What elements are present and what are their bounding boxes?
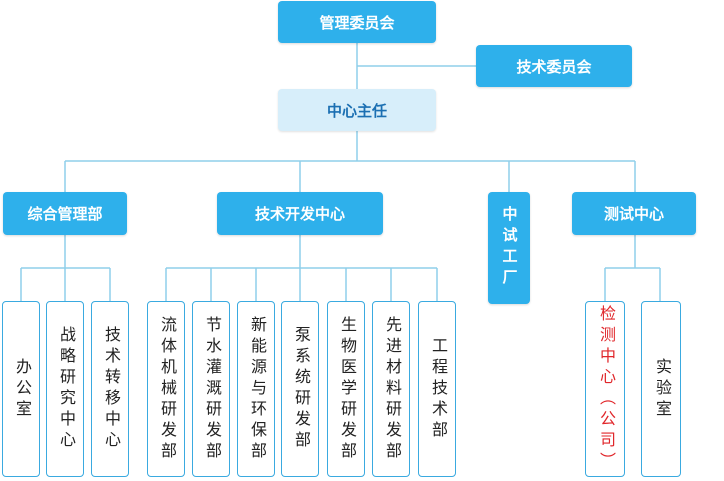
unit-tech-transfer: 技术转移中心 [91, 301, 129, 477]
unit-label: 战略研究中心 [57, 326, 74, 452]
pilot-plant-label: 中试工厂 [500, 206, 518, 290]
testing-center-label: 测试中心 [603, 206, 664, 223]
technical-committee-label: 技术委员会 [516, 58, 592, 76]
center-director-box: 中心主任 [278, 89, 436, 131]
testing-center-box: 测试中心 [572, 192, 696, 235]
unit-fluid-machinery: 流体机械研发部 [147, 301, 185, 477]
center-director-label: 中心主任 [326, 102, 387, 120]
unit-pump-system: 泵系统研发部 [281, 301, 319, 477]
management-committee-box: 管理委员会 [278, 1, 436, 43]
technical-committee-box: 技术委员会 [476, 45, 632, 87]
unit-label: 流体机械研发部 [158, 315, 175, 463]
unit-inspection-center: 检测中心（公司） [585, 301, 625, 477]
tech-dev-center-box: 技术开发中心 [217, 192, 383, 235]
unit-label: 先进材料研发部 [383, 315, 400, 463]
general-management-label: 综合管理部 [27, 206, 103, 223]
unit-biomedical: 生物医学研发部 [327, 301, 365, 477]
unit-laboratory: 实验室 [641, 301, 681, 477]
unit-label: 节水灌溉研发部 [203, 315, 220, 463]
general-management-box: 综合管理部 [3, 192, 127, 235]
unit-label: 泵系统研发部 [292, 326, 309, 452]
tech-dev-center-label: 技术开发中心 [254, 206, 345, 223]
unit-label: 生物医学研发部 [338, 315, 355, 463]
unit-label: 办公室 [13, 357, 30, 421]
unit-new-energy: 新能源与环保部 [237, 301, 275, 477]
unit-engineering-tech: 工程技术部 [418, 301, 456, 477]
unit-label: 检测中心（公司） [597, 305, 614, 473]
unit-label: 工程技术部 [429, 336, 446, 442]
unit-water-irrigation: 节水灌溉研发部 [192, 301, 230, 477]
unit-label: 技术转移中心 [102, 326, 119, 452]
unit-strategy-research: 战略研究中心 [46, 301, 84, 477]
unit-label: 新能源与环保部 [248, 315, 265, 463]
management-committee-label: 管理委员会 [319, 14, 395, 32]
unit-office: 办公室 [2, 301, 40, 477]
pilot-plant-box: 中试工厂 [488, 192, 530, 304]
unit-advanced-materials: 先进材料研发部 [372, 301, 410, 477]
unit-label: 实验室 [653, 357, 670, 421]
